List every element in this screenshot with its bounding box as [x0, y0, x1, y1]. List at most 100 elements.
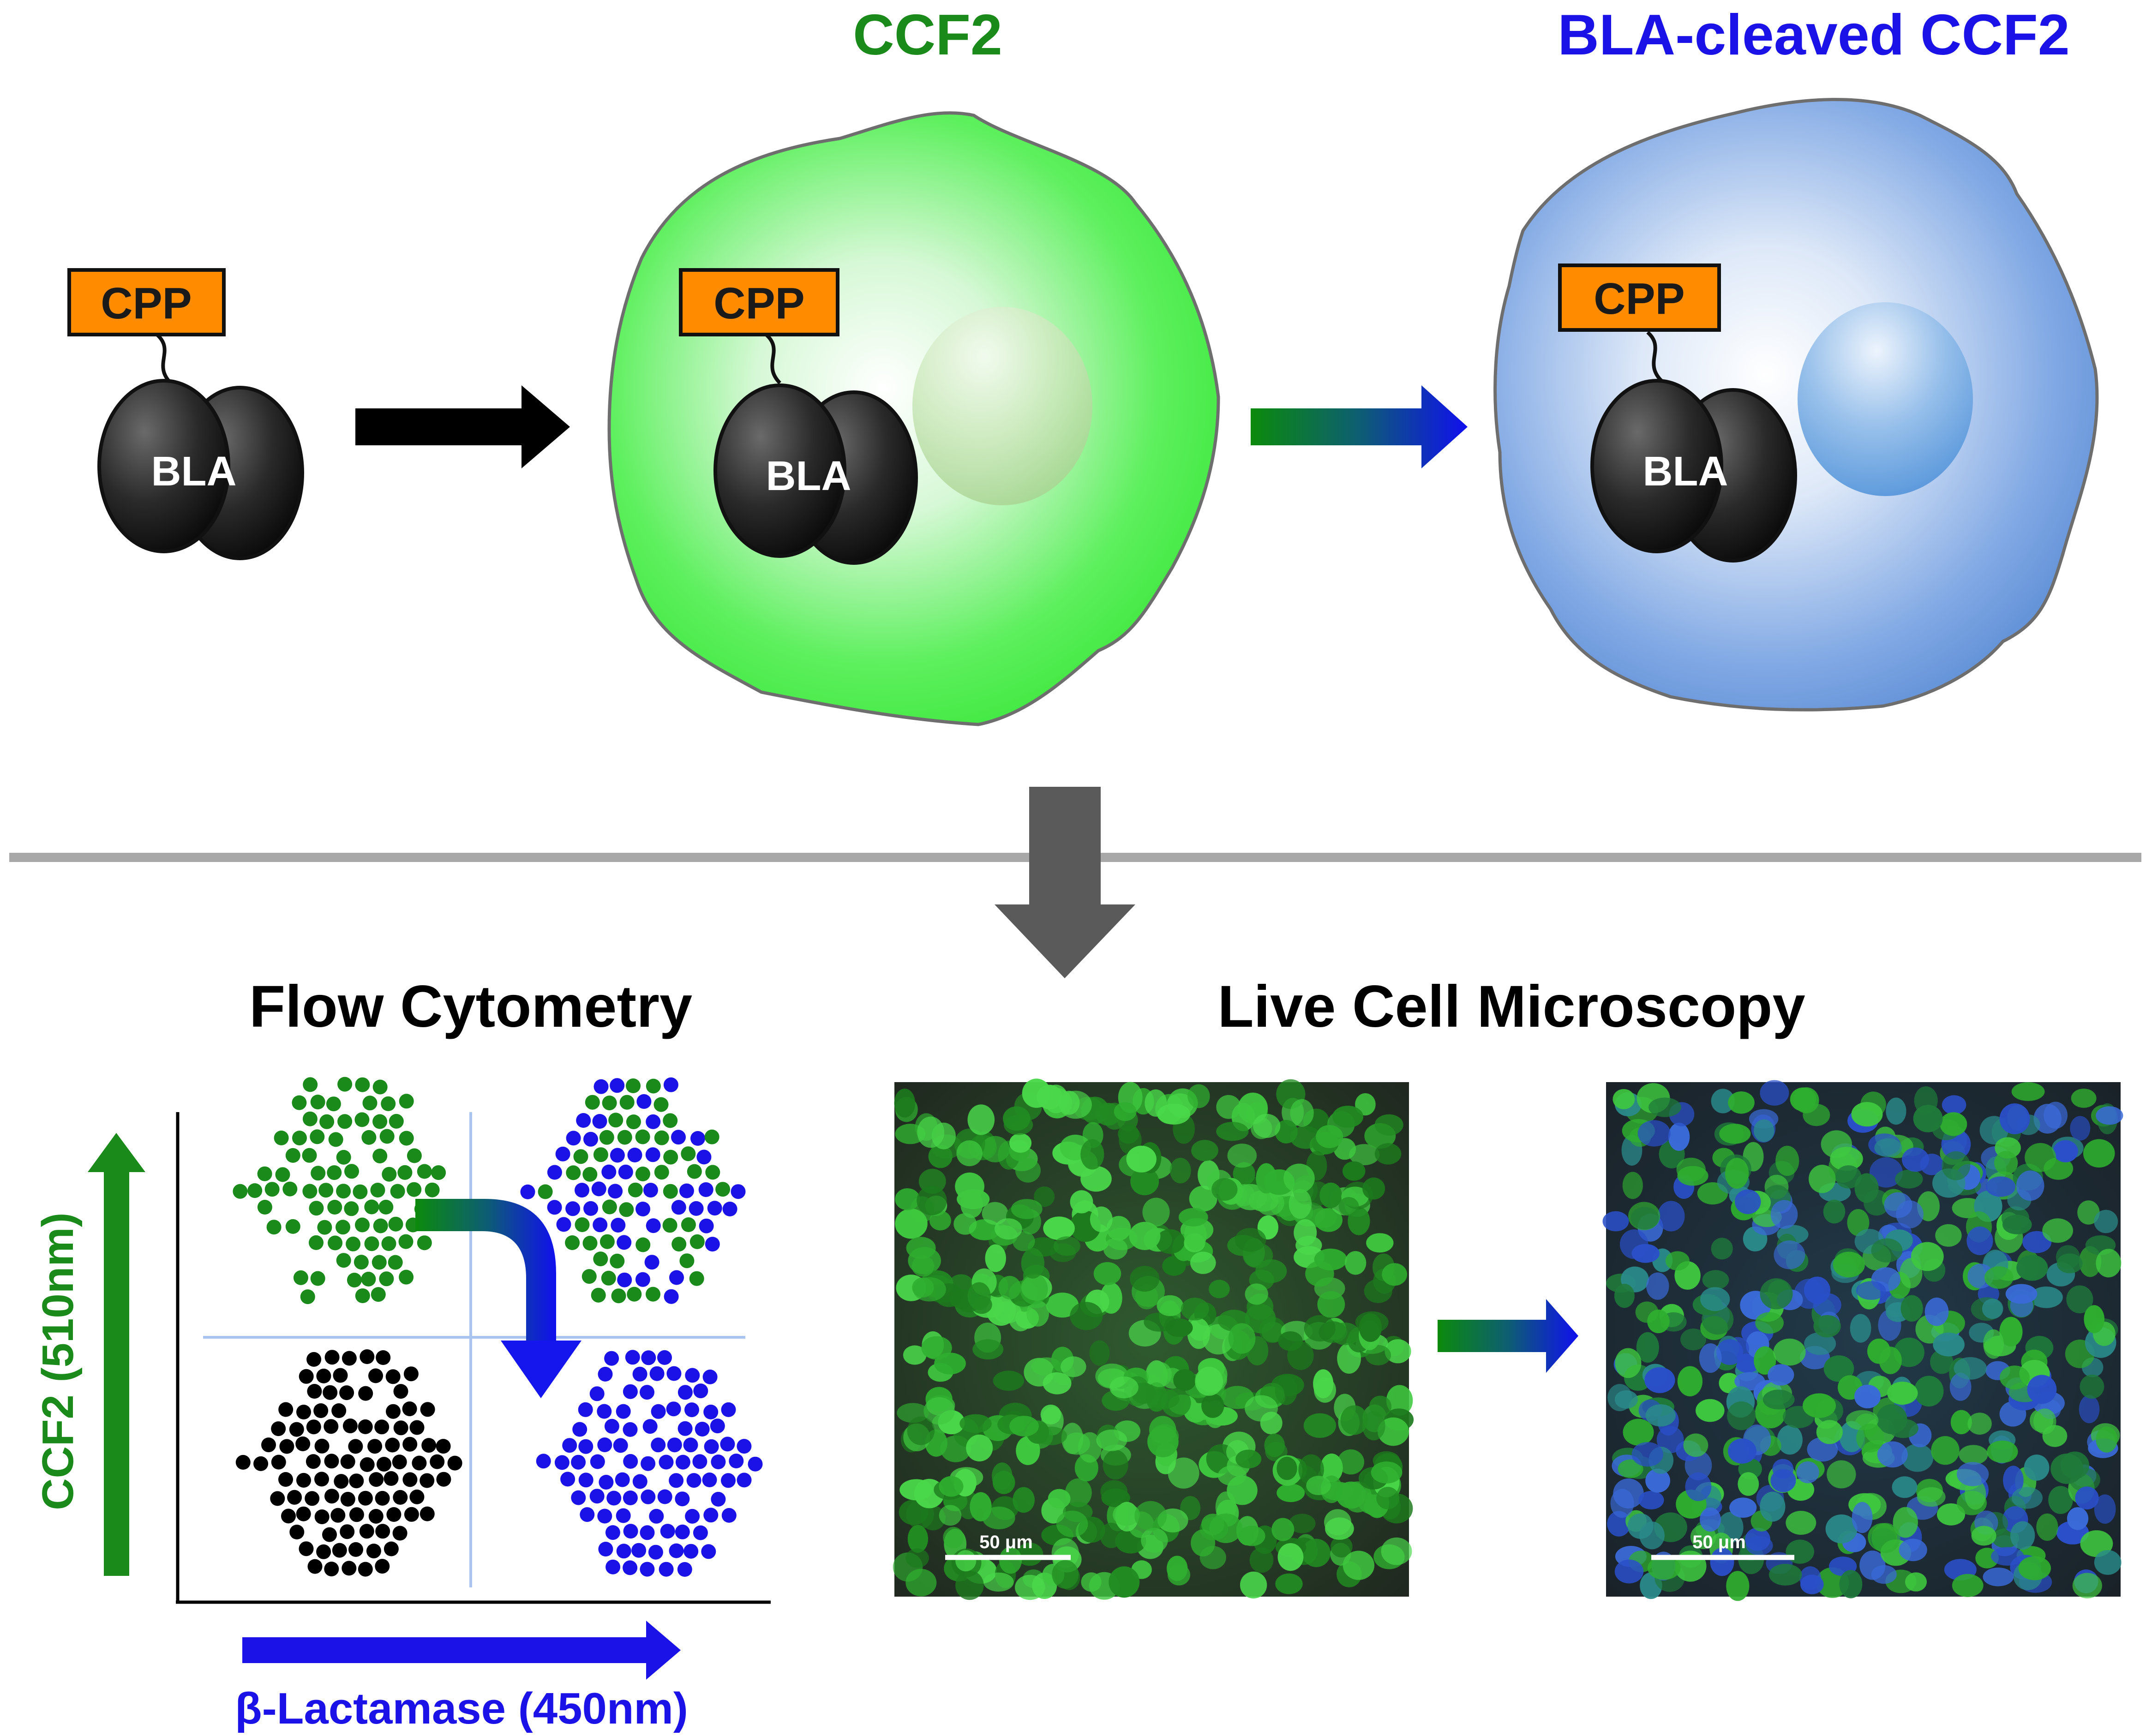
flow-event-dot	[319, 1114, 335, 1129]
cell-blob	[1821, 1130, 1852, 1158]
flow-event-dot	[578, 1402, 593, 1417]
flow-event-dot	[683, 1544, 699, 1559]
cell-blob	[1374, 1114, 1403, 1136]
flow-event-dot	[385, 1437, 400, 1453]
flow-event-dot	[306, 1454, 321, 1469]
scale-bar-label: 50 μm	[979, 1532, 1033, 1552]
flow-event-dot	[375, 1559, 390, 1574]
cell-blob	[1852, 1502, 1873, 1533]
cell-blob	[1168, 1457, 1199, 1489]
cell-blob	[1146, 1362, 1172, 1387]
cell-blob	[1917, 1487, 1946, 1507]
flow-event-dot	[705, 1165, 720, 1180]
cell-blob	[1332, 1106, 1364, 1128]
flow-event-dot	[599, 1130, 614, 1145]
cell-blob	[1607, 1384, 1632, 1412]
flow-event-dot	[681, 1217, 696, 1232]
flow-event-dot	[556, 1217, 571, 1232]
cell-blob	[1147, 1426, 1179, 1457]
flow-event-dot	[606, 1491, 622, 1506]
cell-blob	[1699, 1343, 1722, 1373]
cell-blob	[1306, 1476, 1331, 1496]
cell-blob	[1956, 1462, 1989, 1486]
cell-blob	[1879, 1347, 1902, 1374]
flow-event-dot	[302, 1111, 318, 1126]
flow-event-dot	[582, 1236, 598, 1251]
flow-event-dot	[369, 1472, 384, 1487]
cell-blob	[1793, 1087, 1819, 1113]
flow-event-dot	[336, 1253, 351, 1268]
flow-event-dot	[417, 1235, 432, 1251]
cell-blob	[956, 1140, 983, 1167]
flow-event-dot	[565, 1201, 581, 1216]
cell-blob	[1999, 1103, 2030, 1134]
flow-event-dot	[310, 1095, 325, 1110]
flow-event-dot	[580, 1507, 595, 1522]
flow-event-dot	[309, 1235, 324, 1250]
cell-blob	[2048, 1486, 2073, 1514]
cell-blob	[1631, 1244, 1660, 1263]
flow-event-dot	[576, 1113, 591, 1128]
flow-event-dot	[566, 1131, 581, 1146]
cell-blob	[1615, 1348, 1642, 1378]
cell-blob	[1081, 1572, 1102, 1592]
cell-blob	[1126, 1145, 1157, 1173]
cell-blob	[1856, 1424, 1884, 1453]
flow-event-dot	[358, 1562, 373, 1577]
cell-blob	[1070, 1190, 1093, 1214]
flow-event-dot	[327, 1200, 342, 1215]
flow-event-dot	[377, 1457, 391, 1472]
cell-blob	[1680, 1329, 1707, 1351]
flow-event-dot	[324, 1562, 339, 1577]
flow-event-dot	[692, 1454, 707, 1469]
cell-blob	[1228, 1323, 1256, 1354]
cell-blob	[1203, 1324, 1234, 1355]
flow-event-dot	[368, 1509, 384, 1524]
flow-event-dot	[704, 1129, 719, 1144]
flow-event-dot	[618, 1164, 633, 1179]
flow-event-dot	[635, 1237, 651, 1252]
cell-blob	[2033, 1408, 2056, 1434]
cell-blob	[1331, 1323, 1360, 1345]
cell-blob	[2033, 1104, 2062, 1134]
flow-event-dot	[279, 1439, 294, 1454]
cell-blob	[2066, 1285, 2093, 1314]
cell-blob	[2011, 1082, 2045, 1101]
cell-blob	[1768, 1563, 1802, 1586]
cell-blob	[1070, 1302, 1103, 1330]
flow-event-dot	[597, 1509, 612, 1524]
cell-blob	[1056, 1510, 1088, 1538]
flow-event-dot	[702, 1369, 718, 1384]
linker	[765, 333, 781, 384]
bla-lobe-left	[1590, 379, 1723, 553]
flow-event-dot	[355, 1288, 370, 1303]
cell-blob	[1644, 1367, 1675, 1393]
cell-blob	[1696, 1399, 1725, 1422]
flow-event-dot	[386, 1404, 401, 1419]
flow-event-dot	[372, 1149, 388, 1164]
cell-blob	[1914, 1376, 1944, 1407]
flow-event-dot	[330, 1508, 346, 1523]
flow-event-dot	[361, 1130, 377, 1145]
cell-blob	[934, 1353, 966, 1375]
cell-blob	[1942, 1095, 1966, 1115]
flow-event-dot	[671, 1200, 686, 1215]
flow-event-dot	[605, 1559, 621, 1574]
cell-blob	[1009, 1416, 1039, 1437]
flow-event-dot	[635, 1167, 650, 1181]
flow-event-dot	[623, 1384, 638, 1399]
cell-blob	[1051, 1538, 1079, 1568]
cell-blob	[1240, 1571, 1267, 1598]
cell-blob	[1313, 1369, 1334, 1399]
cell-blob	[928, 1144, 953, 1168]
flow-event-dot	[649, 1509, 664, 1524]
cell-blob	[1700, 1287, 1730, 1311]
flow-event-dot	[317, 1220, 332, 1235]
cell-blob	[2084, 1305, 2105, 1334]
flow-event-dot	[386, 1507, 402, 1522]
bla-cleaved-cell: CPP BLA	[1493, 98, 2099, 712]
cell-blob	[1753, 1119, 1774, 1142]
cell-blob	[1933, 1332, 1965, 1357]
flow-event-dot	[571, 1490, 586, 1505]
cell-blob	[1106, 1216, 1131, 1241]
